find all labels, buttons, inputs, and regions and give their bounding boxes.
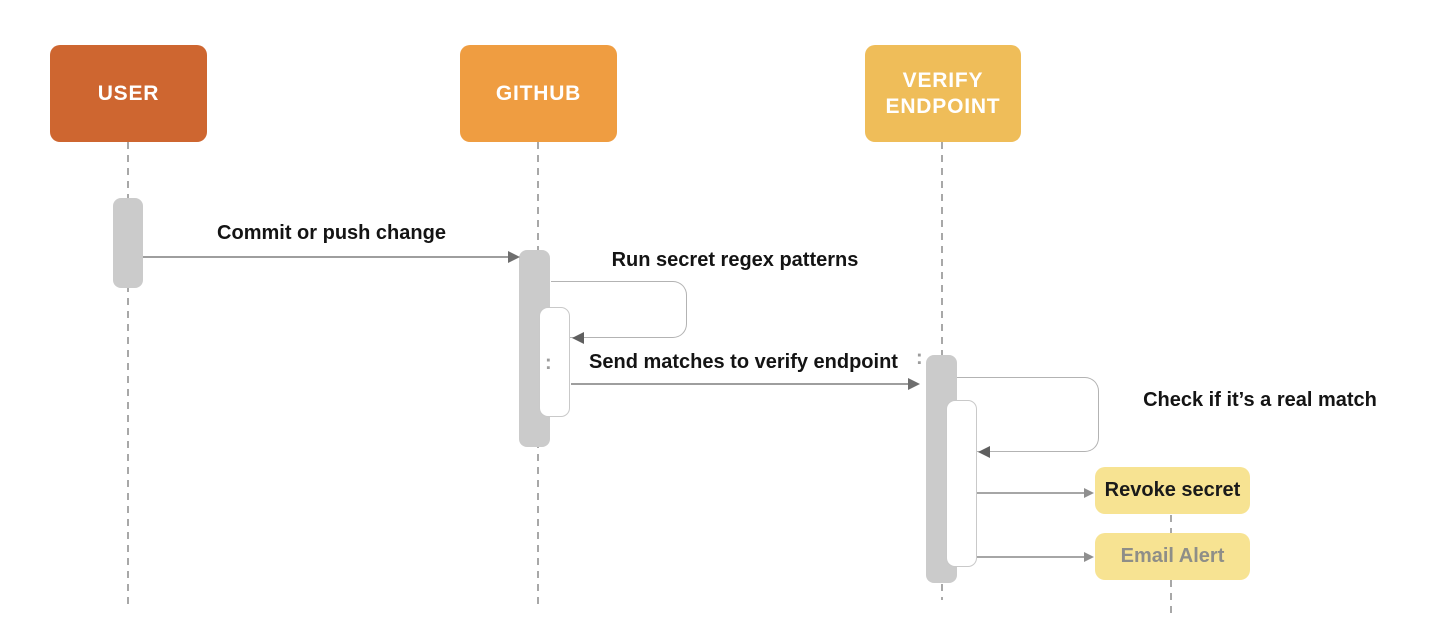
activation-bar-user [113, 198, 143, 288]
nested-activation-bar-verify [946, 400, 977, 567]
message-label-send-matches: Send matches to verify endpoint [589, 351, 898, 373]
artifact-colon-right: : [916, 347, 923, 369]
message-label-commit-or-push: Commit or push change [217, 222, 446, 244]
message-line-email-alert [977, 556, 1084, 558]
actor-box-user: USER [50, 45, 207, 142]
artifact-colon-left: : [545, 352, 552, 374]
lifeline-user [127, 142, 129, 604]
actor-label-github: GITHUB [495, 81, 582, 105]
arrowhead-icon [978, 446, 990, 458]
message-label-run-regex: Run secret regex patterns [611, 249, 859, 271]
actor-label-verify-endpoint: VERIFY ENDPOINT [885, 68, 1001, 118]
message-label-check-real-match: Check if it’s a real match [1143, 389, 1377, 411]
arrowhead-icon [508, 251, 520, 263]
action-label-email-alert: Email Alert [1120, 545, 1225, 567]
arrowhead-icon [1084, 488, 1094, 498]
action-node-revoke-secret: Revoke secret [1095, 467, 1250, 514]
actor-label-user: USER [97, 81, 160, 105]
arrowhead-icon [1084, 552, 1094, 562]
nested-activation-bar-github [539, 307, 570, 417]
action-label-revoke-secret: Revoke secret [1104, 479, 1241, 501]
arrowhead-icon [908, 378, 920, 390]
self-loop-verify [957, 377, 1099, 452]
message-line-send-matches [571, 383, 908, 385]
arrowhead-icon [572, 332, 584, 344]
actor-box-verify-endpoint: VERIFY ENDPOINT [865, 45, 1021, 142]
action-node-email-alert: Email Alert [1095, 533, 1250, 580]
message-line-revoke-secret [977, 492, 1084, 494]
message-line-commit-or-push [143, 256, 508, 258]
actor-box-github: GITHUB [460, 45, 617, 142]
self-loop-github [551, 281, 687, 338]
